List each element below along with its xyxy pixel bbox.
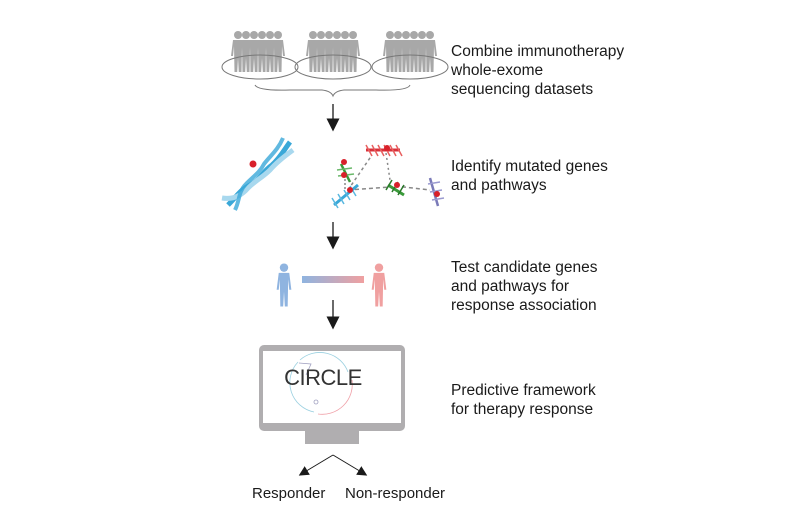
cohort-3 xyxy=(371,31,449,80)
pathway-network-icon xyxy=(331,144,445,209)
cohort-2 xyxy=(294,31,372,80)
step-test-text: Test candidate genes and pathways for re… xyxy=(451,258,598,315)
cohort-1 xyxy=(221,31,299,80)
circle-logo-icon xyxy=(289,352,353,415)
patient-cohorts-icon xyxy=(221,31,449,98)
outcome-non-responder: Non-responder xyxy=(345,485,446,502)
step-test-line-1: Test candidate genes xyxy=(451,259,598,276)
step-identify-line-1: Identify mutated genes xyxy=(451,158,608,175)
step-predict-line-2: for therapy response xyxy=(451,401,594,418)
step-combine-line-1: Combine immunotherapy xyxy=(451,43,625,60)
responder-figure-icon xyxy=(276,263,292,307)
outcome-responder: Responder xyxy=(252,485,326,502)
dna-pathway-icon xyxy=(221,137,445,211)
circle-framework-label: CIRCLE xyxy=(284,365,362,390)
step-identify-text: Identify mutated genes and pathways xyxy=(451,157,608,195)
monitor-icon xyxy=(259,345,405,444)
step-test-line-3: response association xyxy=(451,297,597,314)
outcome-arrows xyxy=(298,454,368,476)
comparison-bar xyxy=(302,276,364,283)
step-test-line-2: and pathways for xyxy=(451,278,570,295)
step-combine-line-3: sequencing datasets xyxy=(451,81,594,98)
step-combine-line-2: whole-exome xyxy=(451,62,544,79)
dna-helix-icon xyxy=(221,137,295,211)
step-predict-text: Predictive framework for therapy respons… xyxy=(451,381,596,419)
nonresponder-figure-icon xyxy=(371,263,387,307)
brace xyxy=(254,84,411,98)
responder-comparison-icon xyxy=(276,263,387,307)
step-predict-line-1: Predictive framework xyxy=(451,382,596,399)
step-combine-text: Combine immunotherapy whole-exome sequen… xyxy=(451,42,624,99)
step-identify-line-2: and pathways xyxy=(451,177,547,194)
